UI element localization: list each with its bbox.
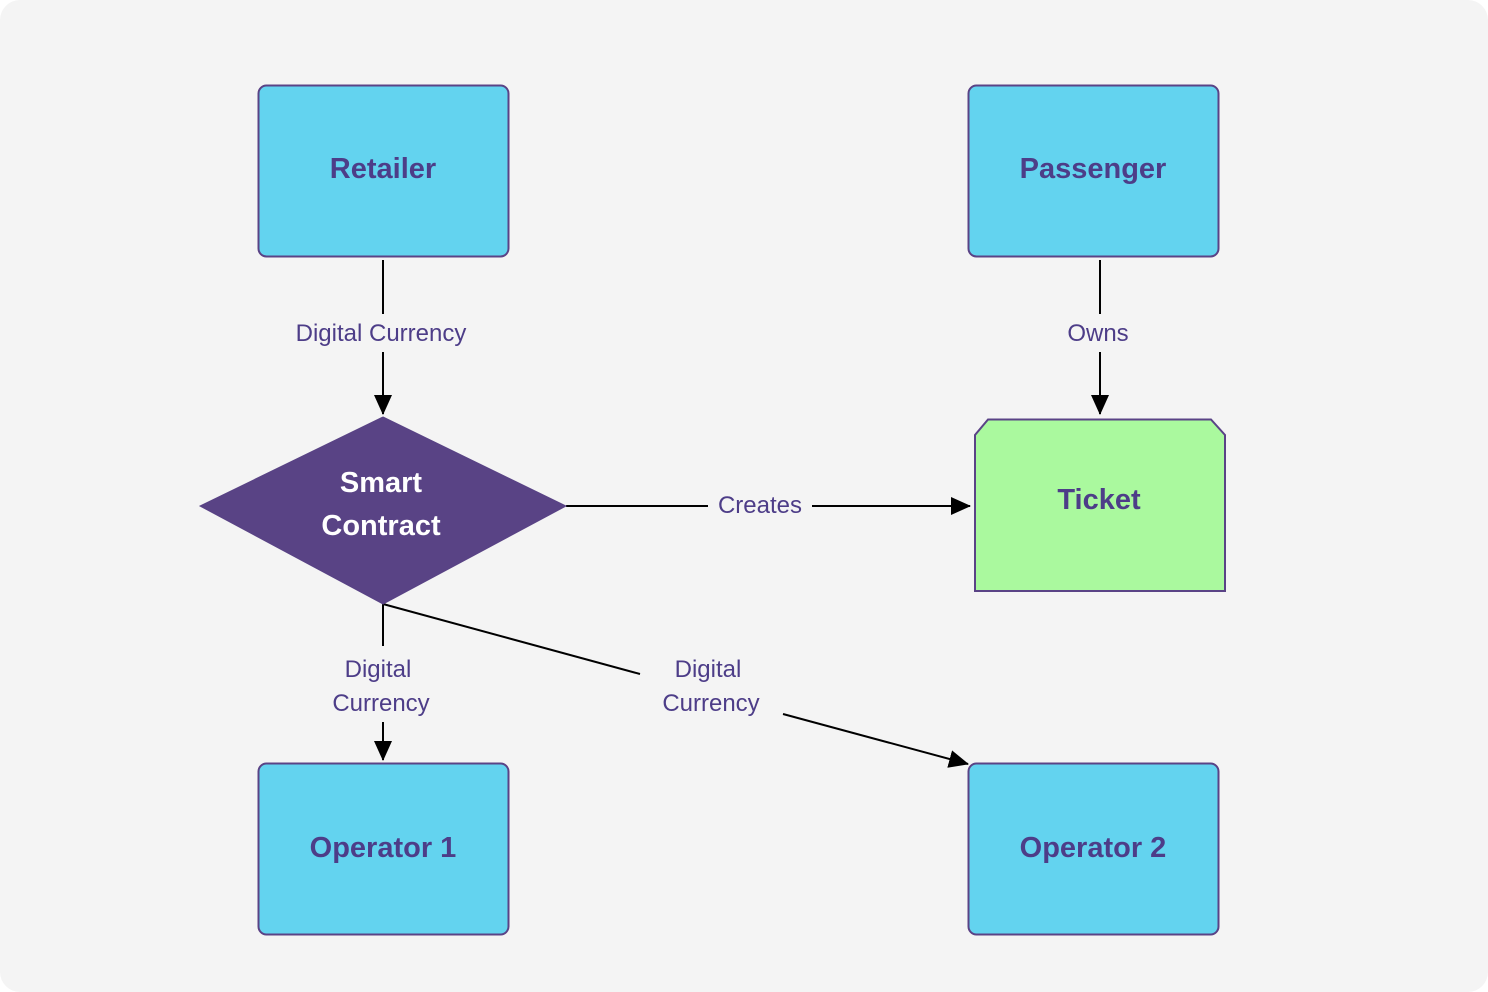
node-smart-contract-diamond: [198, 416, 568, 605]
edge-label-contract-ticket: Creates: [718, 492, 802, 519]
node-operator2-box: [967, 762, 1220, 936]
edge-passenger-to-ticket: Owns: [1067, 260, 1129, 415]
edge-label-operator1-line1: Digital: [345, 656, 412, 683]
node-ticket-box: [974, 418, 1226, 592]
edge-label-passenger-ticket: Owns: [1067, 320, 1128, 347]
node-passenger-label: Passenger: [1020, 153, 1167, 185]
node-passenger[interactable]: Passenger: [967, 84, 1220, 258]
edge-line-arrow: [782, 713, 969, 768]
node-ticket-label: Ticket: [1057, 484, 1141, 516]
node-smart-contract-label-line2: Contract: [321, 510, 441, 542]
edge-retailer-to-contract: Digital Currency: [296, 260, 467, 415]
edge-label-retailer-contract: Digital Currency: [296, 320, 467, 347]
node-operator1[interactable]: Operator 1: [257, 762, 510, 936]
edge-label-operator1-line2: Currency: [332, 690, 429, 717]
node-operator1-box: [257, 762, 510, 936]
node-operator2[interactable]: Operator 2: [967, 762, 1220, 936]
node-smart-contract-label-line1: Smart: [340, 467, 423, 499]
node-operator2-label: Operator 2: [1020, 832, 1167, 864]
node-passenger-box: [967, 84, 1220, 258]
edge-contract-to-ticket: Creates: [566, 492, 971, 519]
edge-line-segment: [382, 603, 641, 675]
edge-contract-to-operator2: Digital Currency: [382, 603, 969, 768]
edge-label-operator2-line2: Currency: [662, 690, 759, 717]
node-retailer-label: Retailer: [330, 153, 436, 185]
node-retailer[interactable]: Retailer: [257, 84, 510, 258]
edge-contract-to-operator1: Digital Currency: [332, 604, 430, 761]
edge-label-operator2-line1: Digital: [675, 656, 742, 683]
node-retailer-box: [257, 84, 510, 258]
node-operator1-label: Operator 1: [310, 832, 457, 864]
node-ticket[interactable]: Ticket: [974, 418, 1226, 592]
node-smart-contract[interactable]: Smart Contract: [198, 416, 568, 605]
